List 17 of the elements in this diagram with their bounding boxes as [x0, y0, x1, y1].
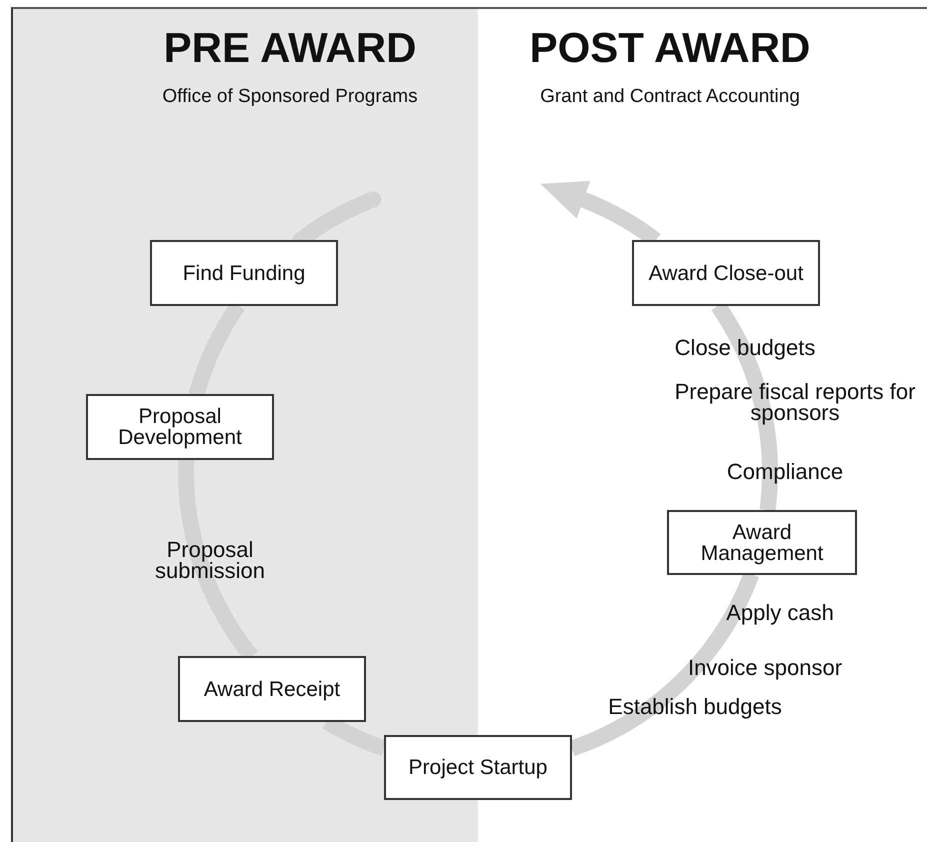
department-name: Office of Sponsored Programs: [161, 88, 419, 106]
process-box: Award Close-out: [632, 240, 820, 306]
step-note: Apply cash: [725, 603, 835, 624]
section-heading: POST AWARD: [528, 28, 812, 68]
step-note: Compliance: [726, 462, 844, 483]
process-box: Award Receipt: [178, 656, 366, 722]
step-note: Establish budgets: [607, 697, 783, 718]
section-heading: PRE AWARD: [162, 28, 418, 68]
step-note: Invoice sponsor: [686, 658, 844, 679]
step-note: Prepare fiscal reports for sponsors: [674, 382, 916, 424]
step-note: Close budgets: [674, 338, 816, 359]
process-box: Award Management: [667, 510, 857, 575]
process-box: Proposal Development: [86, 394, 274, 460]
department-name: Grant and Contract Accounting: [539, 88, 801, 106]
step-note: Proposal submission: [154, 540, 266, 582]
process-box: Project Startup: [384, 735, 572, 800]
process-box: Find Funding: [150, 240, 338, 306]
